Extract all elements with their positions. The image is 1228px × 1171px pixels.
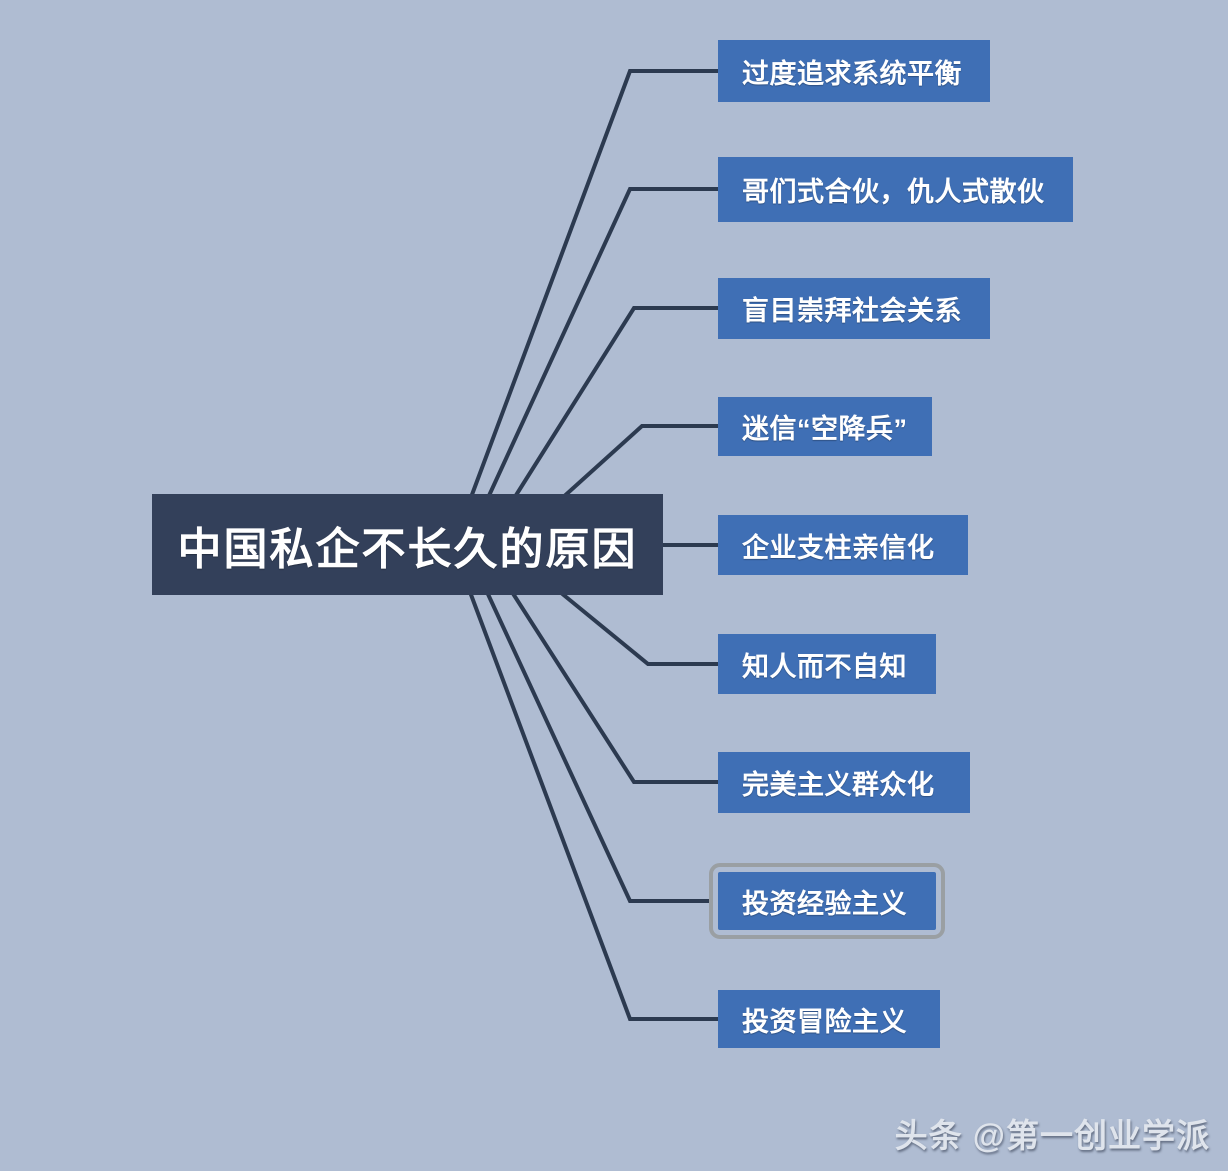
branch-node-9[interactable]: 投资冒险主义	[718, 990, 940, 1048]
branch-node-label: 过度追求系统平衡	[742, 58, 962, 89]
branch-node-label: 盲目崇拜社会关系	[742, 296, 962, 326]
connector-1	[468, 69, 718, 501]
connector-8	[485, 591, 718, 903]
connector-3	[511, 306, 718, 502]
branch-node-label: 完美主义群众化	[742, 770, 935, 800]
branch-node-7[interactable]: 完美主义群众化	[718, 752, 970, 813]
branch-node-label: 企业支柱亲信化	[742, 532, 935, 563]
branch-node-label: 哥们式合伙，仇人式散伙	[742, 177, 1045, 207]
branch-node-8[interactable]: 投资经验主义	[709, 863, 945, 939]
connector-4	[558, 424, 718, 502]
branch-node-5[interactable]: 企业支柱亲信化	[718, 515, 968, 575]
branch-node-6[interactable]: 知人而不自知	[718, 634, 936, 694]
branch-node-3[interactable]: 盲目崇拜社会关系	[718, 278, 990, 339]
branch-node-label: 迷信“空降兵”	[742, 414, 908, 444]
branch-node-label: 知人而不自知	[742, 651, 907, 682]
connector-6	[558, 590, 718, 666]
watermark-text: 头条 @第一创业学派	[894, 1117, 1210, 1154]
connector-2	[485, 187, 718, 501]
branch-node-2[interactable]: 哥们式合伙，仇人式散伙	[718, 157, 1073, 222]
root-node-label: 中国私企不长久的原因	[177, 524, 638, 574]
branch-node-label: 投资冒险主义	[742, 1006, 907, 1037]
branch-node-1[interactable]: 过度追求系统平衡	[718, 40, 990, 102]
branch-node-4[interactable]: 迷信“空降兵”	[718, 397, 932, 456]
branch-node-label: 投资经验主义	[742, 888, 907, 919]
connector-9	[468, 591, 718, 1021]
root-node[interactable]: 中国私企不长久的原因	[152, 494, 663, 595]
connector-7	[510, 590, 718, 784]
